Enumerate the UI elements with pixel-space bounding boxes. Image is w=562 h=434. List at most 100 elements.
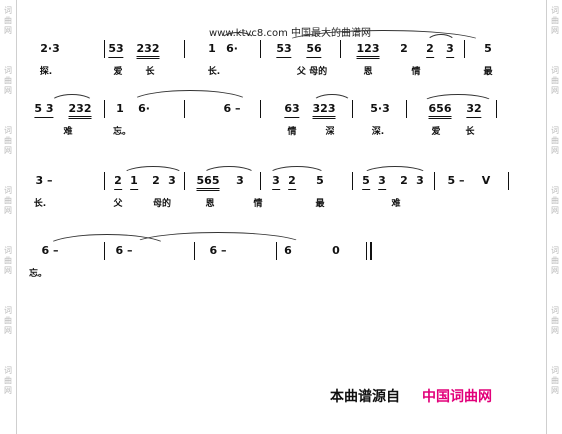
barline (194, 242, 195, 260)
watermark-text: 词曲网 (4, 6, 12, 35)
tie-arc (362, 166, 428, 175)
right-frame-line (546, 0, 547, 434)
note-group: 5 (484, 42, 492, 55)
note-group: 6 – (223, 102, 241, 115)
lyric-syllable: 最 (315, 199, 325, 209)
note-group: 3 (272, 174, 280, 190)
lyrics-row: 忘。 (22, 266, 522, 280)
barline (260, 172, 261, 190)
note-group: V (481, 174, 491, 187)
lyric-syllable: 最 (483, 67, 493, 77)
watermark-text: 词曲网 (4, 66, 12, 95)
note-group: 6 – (41, 244, 59, 257)
note-group: 5 3 (34, 102, 54, 118)
note-group: 232 (68, 102, 92, 119)
watermark-text: 词曲网 (551, 306, 559, 335)
note-group: 3 (446, 42, 454, 58)
lyric-syllable: 恩 (205, 199, 215, 209)
note-group: 3 (168, 174, 176, 187)
lyric-syllable: 爱 (431, 127, 441, 137)
lyric-syllable: 难 (391, 199, 401, 209)
note-group: 323 (312, 102, 336, 119)
note-group: 2 (114, 174, 122, 190)
barline (276, 242, 277, 260)
barline (340, 40, 341, 58)
lyric-syllable: 情 (287, 127, 297, 137)
tie-arc (284, 30, 484, 43)
lyric-syllable: 长 (465, 127, 475, 137)
barline (260, 100, 261, 118)
footer-prefix: 本曲谱源自 (330, 389, 400, 405)
lyric-syllable: 探. (39, 67, 53, 77)
left-frame-line (16, 0, 17, 434)
barline (406, 100, 407, 118)
tie-arc (132, 232, 304, 245)
final-barline (366, 242, 372, 260)
tie-arc (130, 90, 250, 103)
note-group: 656 (428, 102, 452, 119)
note-group: 123 (356, 42, 380, 59)
lyric-syllable: 深. (371, 127, 385, 137)
note-group: 53 (276, 42, 292, 58)
note-group: 2 (288, 174, 296, 190)
note-group: 63 (284, 102, 300, 118)
note-group: 3 – (35, 174, 53, 187)
lyric-syllable: 长. (207, 67, 221, 77)
barline (104, 40, 105, 58)
note-group: 1 (116, 102, 124, 115)
lyric-syllable: 父 母的 (296, 67, 328, 77)
lyric-syllable: 母的 (152, 199, 172, 209)
watermark-text: 词曲网 (551, 6, 559, 35)
note-group: 6· (226, 42, 238, 55)
note-group: 5·3 (370, 102, 390, 115)
lyric-syllable: 忘。 (112, 127, 132, 137)
lyric-syllable: 长. (33, 199, 47, 209)
lyrics-row: 难忘。情深深.爱长 (22, 124, 522, 138)
note-group: 5 (316, 174, 324, 187)
lyric-syllable: 恩 (363, 67, 373, 77)
note-group: 6· (138, 102, 150, 115)
note-group: 1 (208, 42, 216, 55)
barline (104, 172, 105, 190)
tie-arc (122, 166, 184, 175)
note-group: 5 – (447, 174, 465, 187)
tie-arc (426, 34, 456, 43)
watermark-text: 词曲网 (551, 246, 559, 275)
watermark-text: 词曲网 (4, 126, 12, 155)
note-group: 53 (108, 42, 124, 58)
tie-arc (46, 234, 168, 247)
note-group: 6 – (115, 244, 133, 257)
note-group: 232 (136, 42, 160, 59)
lyric-syllable: 长 (145, 67, 155, 77)
source-footer: 本曲谱源自 中国词曲网 (330, 386, 492, 406)
note-group: 6 – (209, 244, 227, 257)
note-group: 0 (332, 244, 340, 257)
barline (352, 100, 353, 118)
tie-arc (422, 94, 494, 103)
footer-brand-link[interactable]: 中国词曲网 (422, 389, 492, 405)
watermark-text: 词曲网 (4, 186, 12, 215)
note-group: 3 (416, 174, 424, 187)
tie-arc (50, 94, 94, 103)
site-header[interactable]: www.ktvc8.com 中国最大的曲谱网 (208, 28, 371, 39)
note-group: 3 (378, 174, 386, 190)
barline (184, 100, 185, 118)
lyric-syllable: 情 (411, 67, 421, 77)
barline (184, 40, 185, 58)
barline (352, 172, 353, 190)
tie-arc (312, 94, 352, 103)
watermark-text: 词曲网 (551, 366, 559, 395)
barline (496, 100, 497, 118)
watermark-text: 词曲网 (4, 306, 12, 335)
barline (184, 172, 185, 190)
barline (104, 100, 105, 118)
lyric-syllable: 深 (325, 127, 335, 137)
note-group: 1 (130, 174, 138, 190)
watermark-text: 词曲网 (551, 126, 559, 155)
